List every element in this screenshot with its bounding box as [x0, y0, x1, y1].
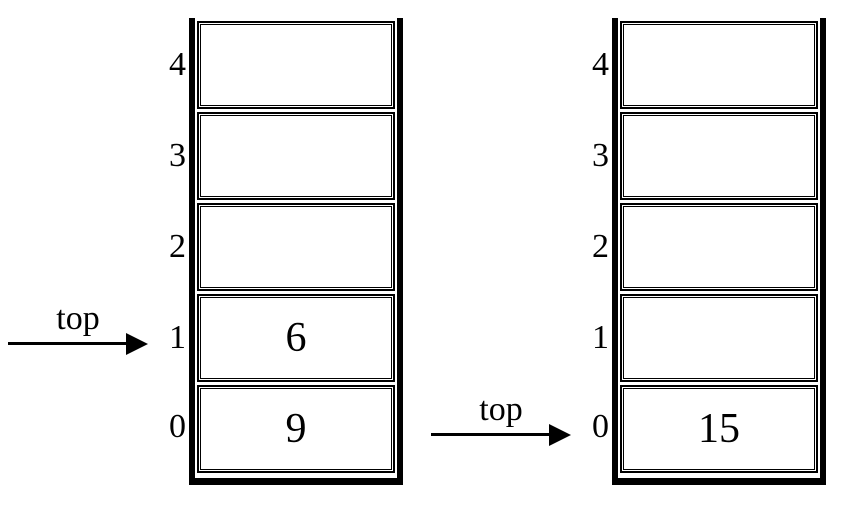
pointer-label-top-left: top — [56, 300, 100, 337]
right-stack-floor — [612, 478, 826, 485]
right-stack-wall-right — [820, 18, 826, 484]
right-stack-wall-left — [612, 18, 618, 484]
stack-cell-left-2[interactable] — [197, 203, 395, 291]
stack-cell-left-3[interactable] — [197, 112, 395, 200]
index-label-left-1: 1 — [169, 319, 186, 356]
left-stack-floor — [189, 478, 403, 485]
stack-cell-left-1[interactable]: 6 — [197, 294, 395, 382]
stack-cell-right-2[interactable] — [620, 203, 818, 291]
index-label-right-4: 4 — [592, 46, 609, 83]
index-label-right-3: 3 — [592, 137, 609, 174]
stack-cell-left-0[interactable]: 9 — [197, 385, 395, 473]
index-label-left-0: 0 — [169, 408, 186, 445]
index-label-left-2: 2 — [169, 228, 186, 265]
stack-cell-right-3[interactable] — [620, 112, 818, 200]
pointer-arrow-shaft-left — [8, 342, 126, 345]
right-stack-cells: 15 — [620, 21, 818, 479]
left-stack: 6 9 — [189, 18, 403, 485]
right-stack: 15 — [612, 18, 826, 485]
index-label-right-2: 2 — [592, 228, 609, 265]
left-stack-wall-left — [189, 18, 195, 484]
pointer-arrow-head-left — [126, 333, 148, 355]
stack-cell-left-4[interactable] — [197, 21, 395, 109]
stack-cell-right-0[interactable]: 15 — [620, 385, 818, 473]
index-label-right-0: 0 — [592, 408, 609, 445]
index-label-left-3: 3 — [169, 137, 186, 174]
index-label-right-1: 1 — [592, 319, 609, 356]
left-stack-wall-right — [397, 18, 403, 484]
pointer-label-top-right: top — [479, 391, 523, 428]
pointer-top-right: top — [431, 379, 571, 446]
stack-cell-right-1[interactable] — [620, 294, 818, 382]
left-stack-cells: 6 9 — [197, 21, 395, 479]
cell-value: 15 — [698, 406, 740, 452]
pointer-arrow-shaft-right — [431, 433, 549, 436]
pointer-arrow-head-right — [549, 424, 571, 446]
cell-value: 9 — [285, 406, 307, 452]
index-label-left-4: 4 — [169, 46, 186, 83]
cell-value: 6 — [285, 315, 307, 361]
stack-cell-right-4[interactable] — [620, 21, 818, 109]
pointer-top-left: top — [8, 288, 148, 355]
